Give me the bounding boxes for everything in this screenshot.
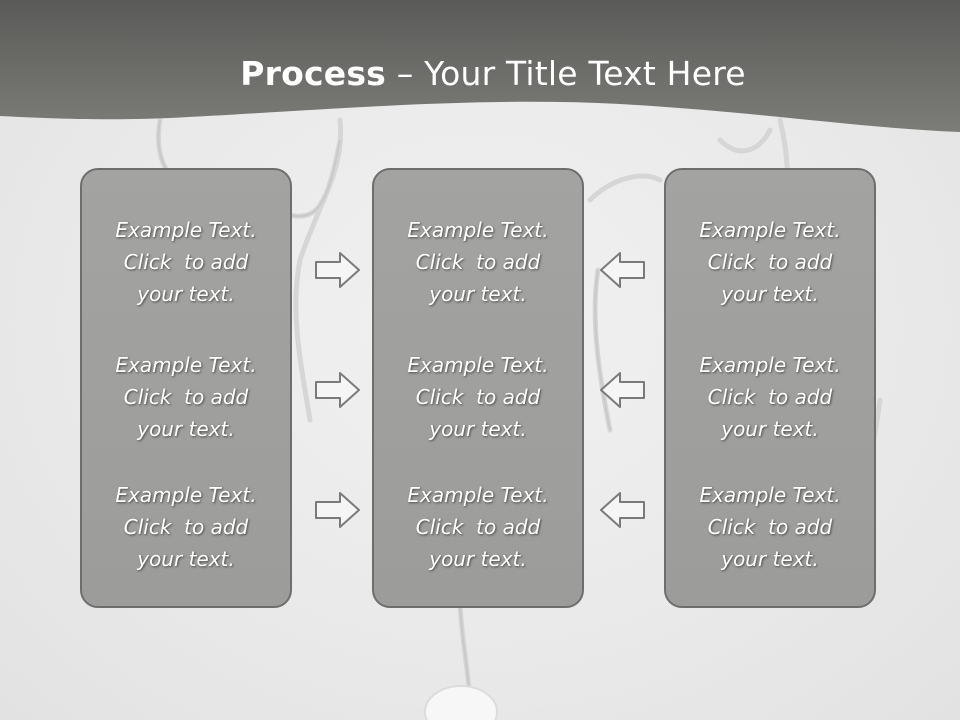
panel-left-text-2[interactable]: Example Text. Click to add your text.	[115, 353, 257, 441]
left-arrow-icon	[600, 492, 645, 528]
panel-left-text-1[interactable]: Example Text. Click to add your text.	[115, 218, 257, 306]
panel-center-text-2[interactable]: Example Text. Click to add your text.	[407, 353, 549, 441]
process-panel-right[interactable]: Example Text. Click to add your text. Ex…	[664, 168, 876, 608]
process-panel-left[interactable]: Example Text. Click to add your text. Ex…	[80, 168, 292, 608]
panel-right-text-2[interactable]: Example Text. Click to add your text.	[699, 353, 841, 441]
left-arrow-icon	[600, 372, 645, 408]
left-arrow-icon	[600, 252, 645, 288]
panel-center-text-1[interactable]: Example Text. Click to add your text.	[407, 218, 549, 306]
right-arrow-icon	[315, 252, 360, 288]
panel-right-text-3[interactable]: Example Text. Click to add your text.	[699, 483, 841, 571]
right-arrow-icon	[315, 372, 360, 408]
title-bold-part: Process	[240, 54, 387, 93]
mouse-shape	[424, 685, 498, 720]
panel-center-text-3[interactable]: Example Text. Click to add your text.	[407, 483, 549, 571]
panel-left-text-3[interactable]: Example Text. Click to add your text.	[115, 483, 257, 571]
title-rest-part: – Your Title Text Here	[386, 54, 746, 93]
right-arrow-icon	[315, 492, 360, 528]
slide-title: Process – Your Title Text Here	[0, 52, 960, 96]
process-panel-center[interactable]: Example Text. Click to add your text. Ex…	[372, 168, 584, 608]
header-band	[0, 0, 960, 132]
panel-right-text-1[interactable]: Example Text. Click to add your text.	[699, 218, 841, 306]
